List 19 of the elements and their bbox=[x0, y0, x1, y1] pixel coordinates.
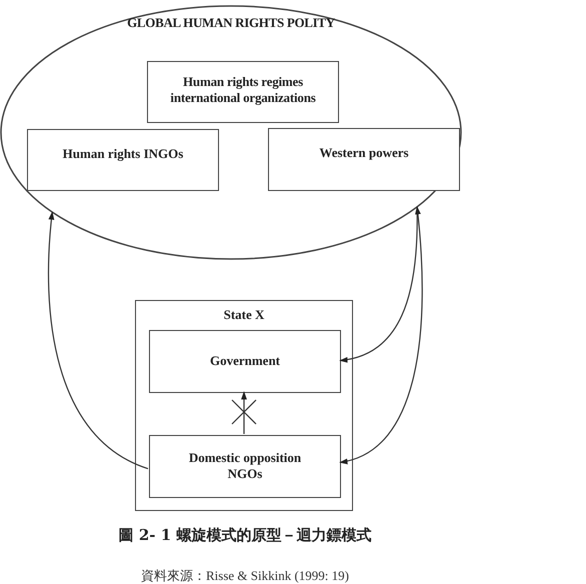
actor-box bbox=[149, 435, 341, 498]
source-note: 資料來源：Risse & Sikkink (1999: 19) bbox=[140, 567, 350, 584]
actor-box bbox=[149, 330, 341, 393]
group-title: State X bbox=[222, 307, 266, 323]
actor-box bbox=[268, 128, 460, 191]
state-box bbox=[135, 300, 353, 511]
actor-label: Western powers bbox=[318, 145, 410, 161]
actor-label: Human rights INGOs bbox=[62, 146, 184, 162]
arrow bbox=[241, 391, 247, 434]
group-title: GLOBAL HUMAN RIGHTS POLITY bbox=[126, 15, 336, 31]
actor-box bbox=[27, 129, 219, 191]
actor-label: Government bbox=[208, 353, 282, 369]
arrow bbox=[339, 206, 423, 464]
actor-label: Domestic opposition NGOs bbox=[188, 450, 302, 482]
polity-ellipse bbox=[0, 5, 462, 260]
figure-caption: 圖 2- 1 螺旋模式的原型－迴力鏢模式 bbox=[118, 526, 372, 545]
arrow bbox=[48, 211, 148, 470]
actor-box bbox=[147, 61, 339, 123]
actor-label: Human rights regimes international organizations bbox=[169, 74, 317, 106]
